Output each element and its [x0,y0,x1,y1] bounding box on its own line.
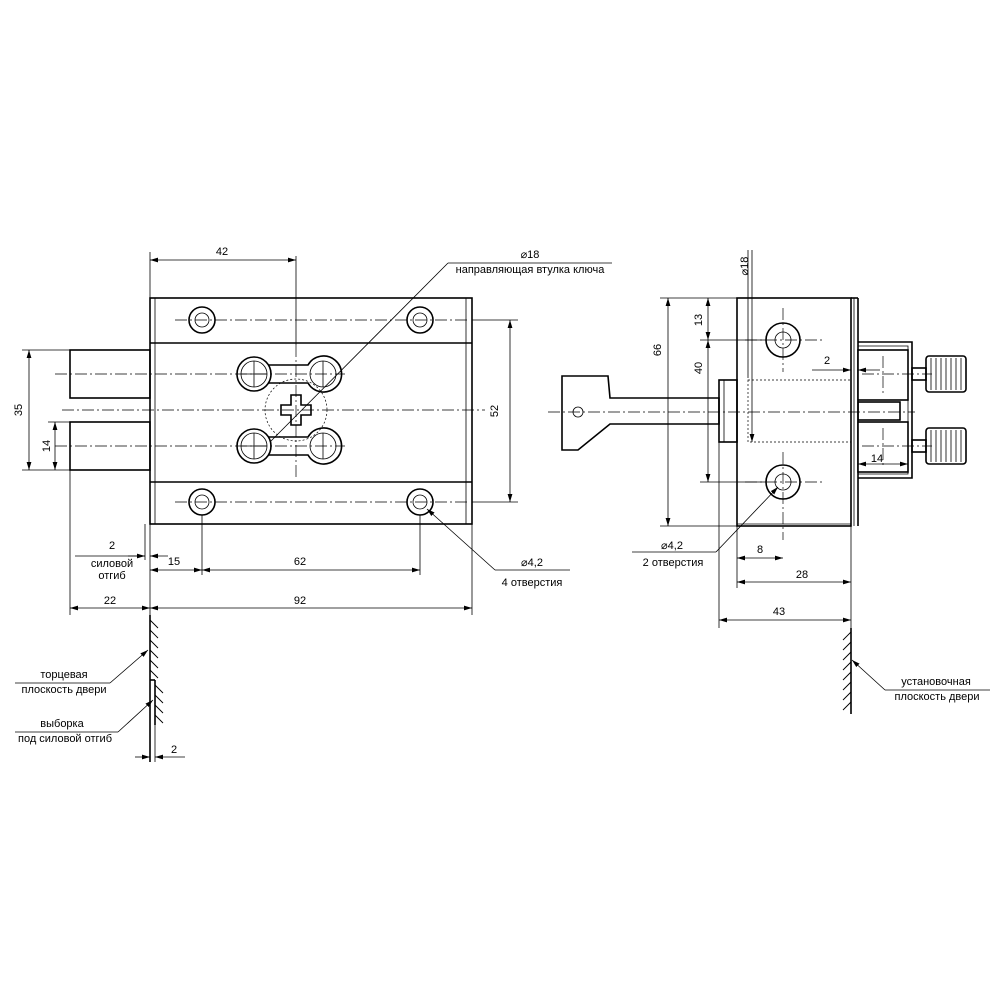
dim-diam42-front: ⌀4,2 [521,557,543,569]
dim-2-power-bend: 2 [109,540,115,552]
leader-2-holes [715,486,779,553]
dim-22: 22 [104,595,116,607]
dim-14-front: 14 [41,440,53,452]
dim-43: 43 [773,606,785,618]
dim-28: 28 [796,569,808,581]
lock-body [149,297,473,525]
power-bend-label-1: силовой [91,558,133,570]
dim-2-recess: 2 [171,744,177,756]
key-guide-bush [264,378,328,442]
mount-label-2: плоскость двери [894,691,979,703]
door-end-plane [149,615,164,762]
slots [236,355,343,465]
dim-15: 15 [168,556,180,568]
dim-66: 66 [652,344,664,356]
upper-knob [911,355,967,393]
key [561,375,738,451]
dim-14-side: 14 [871,453,883,465]
dim-diam18-front: ⌀18 [521,249,540,261]
dim-2-flange: 2 [824,355,830,367]
bolt-housing [858,341,913,479]
dim-40: 40 [693,362,705,374]
dim-42: 42 [216,246,228,258]
side-view: ⌀18 66 13 40 2 14 ⌀4,2 2 отверстия 8 [548,250,990,714]
leader-4-holes [426,508,496,571]
door-end-label-2: плоскость двери [21,684,106,696]
holes-4-label: 4 отверстия [502,577,563,589]
recess-label-1: выборка [40,718,84,730]
lower-knob [911,427,967,465]
door-end-label-1: торцевая [40,669,87,681]
holes-2-label: 2 отверстия [643,557,704,569]
dim-8: 8 [757,544,763,556]
leader-key-bush [269,262,449,443]
front-view: 42 ⌀18 направляющая втулка ключа 35 14 5… [13,246,612,762]
dim-diam42-side: ⌀4,2 [661,540,683,552]
dim-52: 52 [489,405,501,417]
mounting-plane [842,628,852,714]
dim-35: 35 [13,404,25,416]
dim-92: 92 [294,595,306,607]
recess-label-2: под силовой отгиб [18,733,112,745]
mount-label-1: установочная [901,676,971,688]
key-bush-label: направляющая втулка ключа [456,264,606,276]
power-bend-label-2: отгиб [98,570,125,582]
dim-62: 62 [294,556,306,568]
dim-diam18-side: ⌀18 [739,257,751,276]
dim-13: 13 [693,314,705,326]
